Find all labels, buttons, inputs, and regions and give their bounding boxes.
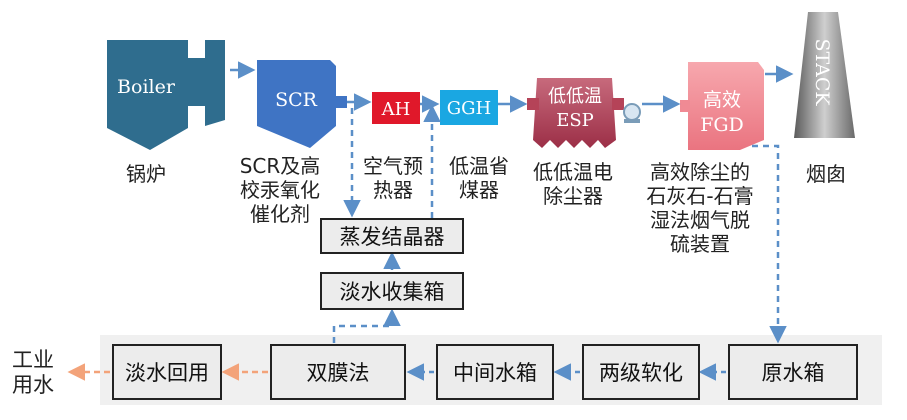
esp-shape: 低低温 ESP bbox=[527, 78, 624, 148]
ah-shape: AH bbox=[372, 92, 420, 124]
crystallizer-box: 蒸发结晶器 bbox=[320, 218, 464, 254]
esp-label-line-2: 除尘器 bbox=[543, 184, 603, 208]
boiler-inner-text: Boiler bbox=[117, 76, 176, 98]
ggh-label-line-2: 煤器 bbox=[459, 178, 499, 202]
ah-label: 空气预 热器 bbox=[354, 154, 432, 202]
stack-label: 烟囱 bbox=[806, 162, 846, 186]
scr-label-line-3: 催化剂 bbox=[250, 202, 310, 226]
fan-icon bbox=[623, 103, 641, 123]
fgd-label-line-3: 湿法烟气脱 bbox=[650, 208, 750, 232]
ggh-shape: GGH bbox=[440, 90, 498, 125]
double-membrane-box: 双膜法 bbox=[270, 344, 406, 400]
industrial-water-line-2: 用水 bbox=[12, 373, 54, 397]
ah-label-line-1: 空气预 bbox=[363, 154, 423, 178]
raw-water-tank-box: 原水箱 bbox=[728, 344, 858, 400]
intermediate-tank-box: 中间水箱 bbox=[436, 344, 554, 400]
ggh-label-line-1: 低温省 bbox=[449, 154, 509, 178]
scr-inner-text: SCR bbox=[275, 89, 318, 111]
boiler-shape: Boiler bbox=[107, 40, 225, 150]
ggh-inner-text: GGH bbox=[447, 98, 491, 119]
esp-label-line-1: 低低温电 bbox=[533, 160, 613, 184]
ah-inner-text: AH bbox=[381, 99, 411, 120]
esp-inner-line-2: ESP bbox=[556, 110, 594, 131]
scr-label-line-2: 校汞氧化 bbox=[240, 178, 320, 202]
stack-shape: STACK bbox=[794, 12, 855, 138]
scr-shape: SCR bbox=[257, 60, 347, 148]
dashed-arrow-membrane-to-tank bbox=[332, 308, 401, 343]
two-stage-softening-box: 两级软化 bbox=[582, 344, 700, 400]
stack-inner-text: STACK bbox=[811, 38, 833, 106]
industrial-water-line-1: 工业 bbox=[12, 348, 54, 372]
esp-inner-line-1: 低低温 bbox=[548, 86, 602, 107]
scr-label-line-1: SCR及高 bbox=[239, 154, 321, 178]
boiler-label: 锅炉 bbox=[126, 162, 166, 186]
scr-label: SCR及高 校汞氧化 催化剂 bbox=[228, 154, 332, 226]
fgd-shape: 高效 FGD bbox=[680, 62, 764, 150]
fgd-label-line-1: 高效除尘的 bbox=[650, 160, 750, 184]
esp-label: 低低温电 除尘器 bbox=[525, 160, 621, 208]
fgd-label-line-2: 石灰石-石膏 bbox=[646, 184, 754, 208]
freshwater-tank-box: 淡水收集箱 bbox=[320, 272, 464, 310]
industrial-water-label: 工业 用水 bbox=[6, 348, 60, 398]
fgd-inner-line-1: 高效 bbox=[703, 89, 741, 111]
dashed-arrow-fgd-to-raw-tank bbox=[752, 144, 787, 344]
fgd-inner-line-2: FGD bbox=[700, 114, 744, 136]
ah-label-line-2: 热器 bbox=[373, 178, 413, 202]
fgd-label: 高效除尘的 石灰石-石膏 湿法烟气脱 硫装置 bbox=[634, 160, 766, 256]
ggh-label: 低温省 煤器 bbox=[440, 154, 518, 202]
freshwater-reuse-box: 淡水回用 bbox=[112, 344, 222, 400]
fgd-label-line-4: 硫装置 bbox=[670, 232, 730, 256]
